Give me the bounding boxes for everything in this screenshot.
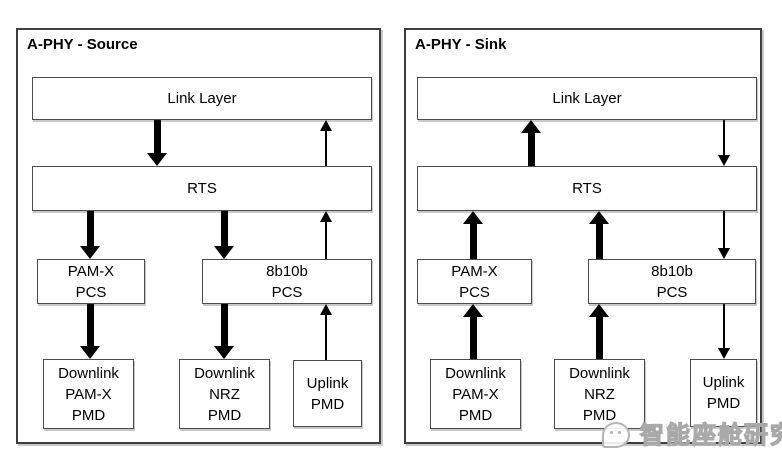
arrow-head: [147, 153, 167, 166]
arrow-sink-pamx-pcs-to-rts: [463, 211, 483, 259]
arrow-head: [589, 211, 609, 224]
arrow-source-rts-to-link-layer: [320, 120, 332, 166]
arrow-source-8b10b-pcs-to-rts: [320, 211, 332, 259]
arrow-head: [320, 120, 332, 131]
box-source-downlink-nrz-pmd: Downlink NRZ PMD: [179, 359, 270, 429]
box-sink-uplink-pmd: Uplink PMD: [690, 359, 757, 427]
arrow-head: [589, 304, 609, 317]
arrow-sink-8b10b-pcs-to-uplink-pmd: [718, 304, 730, 359]
arrow-shaft: [723, 304, 725, 350]
box-label-sink-pamx-pcs: PAM-X PCS: [451, 262, 498, 301]
panel-title-sink: A-PHY - Sink: [415, 36, 507, 53]
arrow-sink-downlink-pamx-pmd-to-pamx-pcs: [463, 304, 483, 359]
box-source-link-layer: Link Layer: [32, 77, 372, 120]
box-sink-downlink-nrz-pmd: Downlink NRZ PMD: [554, 359, 645, 429]
arrow-shaft: [86, 304, 94, 348]
arrow-sink-8b10b-pcs-to-rts: [589, 211, 609, 259]
box-source-pamx-pcs: PAM-X PCS: [37, 259, 145, 304]
box-label-source-rts: RTS: [187, 180, 217, 197]
arrow-head: [320, 211, 332, 222]
arrow-head: [80, 246, 100, 259]
arrow-shaft: [469, 222, 477, 259]
arrow-source-8b10b-pcs-to-downlink-nrz-pmd: [214, 304, 234, 359]
box-label-sink-rts: RTS: [572, 180, 602, 197]
box-source-8b10b-pcs: 8b10b PCS: [202, 259, 372, 304]
arrow-shaft: [220, 304, 228, 348]
box-label-sink-downlink-nrz-pmd: Downlink NRZ PMD: [569, 364, 630, 424]
box-label-source-pamx-pcs: PAM-X PCS: [67, 262, 115, 301]
box-sink-8b10b-pcs: 8b10b PCS: [588, 259, 756, 304]
arrow-head: [718, 155, 730, 166]
arrow-sink-rts-to-8b10b-pcs: [718, 211, 730, 259]
arrow-head: [80, 346, 100, 359]
box-label-sink-link-layer: Link Layer: [552, 90, 622, 107]
arrow-shaft: [723, 120, 725, 157]
arrow-head: [521, 120, 541, 133]
arrow-sink-downlink-nrz-pmd-to-8b10b-pcs: [589, 304, 609, 359]
arrow-shaft: [86, 211, 94, 248]
box-label-sink-uplink-pmd: Uplink PMD: [702, 374, 745, 412]
box-sink-pamx-pcs: PAM-X PCS: [417, 259, 532, 304]
box-label-source-link-layer: Link Layer: [167, 90, 237, 107]
arrow-head: [214, 346, 234, 359]
box-source-rts: RTS: [32, 166, 372, 211]
arrow-sink-rts-to-link-layer: [521, 120, 541, 166]
arrow-head: [320, 304, 332, 315]
arrow-shaft: [325, 313, 327, 360]
box-sink-link-layer: Link Layer: [417, 77, 757, 120]
arrow-shaft: [153, 120, 161, 155]
panel-title-source: A-PHY - Source: [27, 36, 138, 53]
box-label-source-8b10b-pcs: 8b10b PCS: [266, 262, 308, 301]
box-label-source-downlink-pamx-pmd: Downlink PAM-X PMD: [58, 364, 119, 424]
box-label-sink-downlink-pamx-pmd: Downlink PAM-X PMD: [445, 364, 506, 424]
arrow-source-link-layer-to-rts: [147, 120, 167, 166]
arrow-head: [214, 246, 234, 259]
box-source-downlink-pamx-pmd: Downlink PAM-X PMD: [43, 359, 134, 429]
box-sink-downlink-pamx-pmd: Downlink PAM-X PMD: [430, 359, 521, 429]
arrow-source-pamx-pcs-to-downlink-pamx-pmd: [80, 304, 100, 359]
arrow-shaft: [595, 315, 603, 359]
box-label-source-downlink-nrz-pmd: Downlink NRZ PMD: [194, 364, 255, 424]
arrow-head: [463, 211, 483, 224]
arrow-shaft: [325, 220, 327, 259]
arrow-source-rts-to-pamx-pcs: [80, 211, 100, 259]
arrow-head: [463, 304, 483, 317]
arrow-head: [718, 248, 730, 259]
arrow-sink-link-layer-to-rts: [718, 120, 730, 166]
box-sink-rts: RTS: [417, 166, 757, 211]
box-label-sink-8b10b-pcs: 8b10b PCS: [651, 262, 693, 301]
arrow-shaft: [595, 222, 603, 259]
arrow-shaft: [220, 211, 228, 248]
arrow-source-rts-to-8b10b-pcs: [214, 211, 234, 259]
box-source-uplink-pmd: Uplink PMD: [293, 360, 362, 427]
arrow-shaft: [325, 129, 327, 166]
arrow-shaft: [527, 131, 535, 166]
arrow-shaft: [723, 211, 725, 250]
arrow-source-uplink-pmd-to-8b10b-pcs: [320, 304, 332, 360]
box-label-source-uplink-pmd: Uplink PMD: [306, 374, 349, 413]
arrow-shaft: [469, 315, 477, 359]
arrow-head: [718, 348, 730, 359]
